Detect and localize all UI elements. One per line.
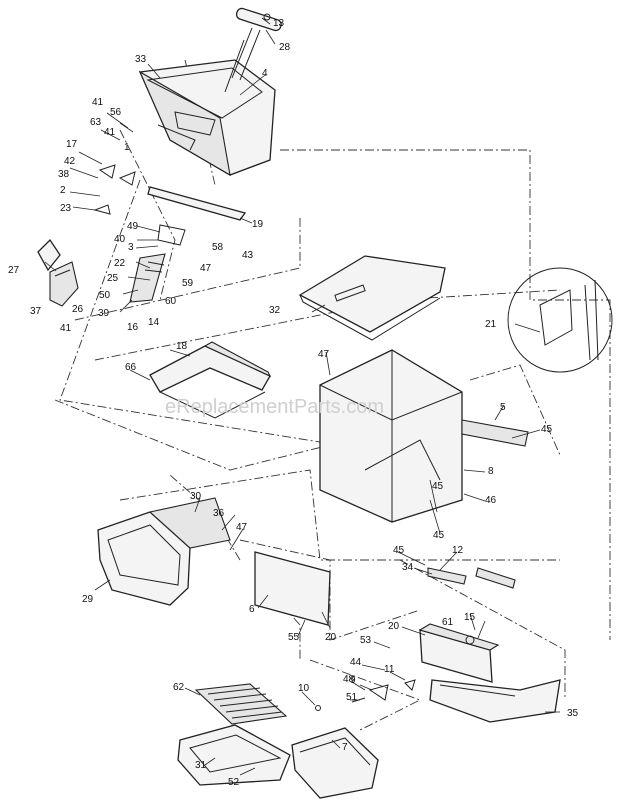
callout-39: 39	[98, 308, 110, 319]
callout-10: 10	[298, 683, 310, 694]
callout-47: 47	[200, 263, 212, 274]
callout-13: 13	[273, 18, 285, 29]
callout-45: 45	[432, 481, 444, 492]
callout-17: 17	[66, 139, 78, 150]
callout-16: 16	[127, 322, 139, 333]
callout-9: 9	[350, 675, 356, 686]
callout-61: 61	[442, 617, 454, 628]
callout-6: 6	[249, 604, 255, 615]
watermark: eReplacementParts.com	[165, 396, 384, 418]
bin-enclosure	[319, 349, 463, 523]
door-panel	[254, 551, 331, 626]
drip-grille	[194, 683, 288, 725]
callout-8: 8	[488, 466, 494, 477]
callout-36: 36	[213, 508, 225, 519]
callout-15: 15	[464, 612, 476, 623]
callout-34: 34	[402, 562, 414, 573]
callout-20: 20	[325, 632, 337, 643]
callout-47: 47	[236, 522, 248, 533]
callout-37: 37	[30, 306, 42, 317]
callout-45: 45	[433, 530, 445, 541]
callout-18: 18	[176, 341, 188, 352]
callout-35: 35	[567, 708, 579, 719]
small-hardware	[315, 679, 416, 711]
callout-40: 40	[114, 234, 126, 245]
callout-42: 42	[64, 156, 76, 167]
callout-25: 25	[107, 273, 119, 284]
callout-2: 2	[60, 185, 66, 196]
callout-41: 41	[104, 127, 116, 138]
callout-labels: 13 28 33 4 41 56 63 41 17 1 42 38 2 23 1…	[8, 18, 579, 788]
callout-45: 45	[541, 424, 553, 435]
side-rail	[461, 419, 529, 447]
callout-60: 60	[165, 296, 177, 307]
callout-45: 45	[393, 545, 405, 556]
callout-56: 56	[110, 107, 122, 118]
ice-chute	[37, 238, 79, 307]
auger-handle	[224, 7, 282, 93]
callout-28: 28	[279, 42, 291, 53]
callout-41: 41	[92, 97, 104, 108]
callout-12: 12	[452, 545, 464, 556]
leader-lines	[44, 17, 560, 776]
callout-22: 22	[114, 258, 126, 269]
callout-23: 23	[60, 203, 72, 214]
callout-11: 11	[384, 664, 395, 675]
callout-31: 31	[195, 760, 207, 771]
auger-shaft-parts	[93, 164, 247, 303]
base-tray	[429, 679, 561, 723]
callout-1: 1	[124, 142, 130, 153]
callout-53: 53	[360, 635, 372, 646]
callout-20: 20	[388, 621, 400, 632]
callout-30: 30	[190, 491, 202, 502]
callout-59: 59	[182, 278, 194, 289]
callout-66: 66	[125, 362, 137, 373]
callout-46: 46	[485, 495, 497, 506]
rear-shroud	[149, 341, 272, 419]
callout-41: 41	[60, 323, 72, 334]
callout-55: 55	[288, 632, 300, 643]
drip-tray	[177, 724, 291, 786]
callout-4: 4	[262, 68, 268, 79]
callout-52: 52	[228, 777, 240, 788]
callout-5: 5	[500, 402, 506, 413]
callout-19: 19	[252, 219, 264, 230]
callout-21: 21	[485, 319, 497, 330]
callout-47: 47	[318, 349, 330, 360]
callout-26: 26	[72, 304, 84, 315]
bin-lid	[298, 255, 446, 341]
dispenser-front	[97, 497, 231, 606]
callout-32: 32	[269, 305, 281, 316]
callout-33: 33	[135, 54, 147, 65]
callout-58: 58	[212, 242, 224, 253]
callout-27: 27	[8, 265, 20, 276]
callout-3: 3	[128, 242, 134, 253]
callout-29: 29	[82, 594, 94, 605]
callout-38: 38	[58, 169, 70, 180]
callout-62: 62	[173, 682, 185, 693]
callout-7: 7	[342, 742, 348, 753]
callout-63: 63	[90, 117, 102, 128]
ice-bucket	[138, 59, 276, 177]
callout-43: 43	[242, 250, 254, 261]
callout-51: 51	[346, 692, 358, 703]
callout-48: 48	[343, 674, 355, 685]
callout-14: 14	[148, 317, 160, 328]
detail-inset	[507, 267, 613, 373]
lower-tray	[291, 727, 379, 799]
bracket	[427, 567, 516, 589]
callout-49: 49	[127, 221, 139, 232]
callout-44: 44	[350, 657, 362, 668]
motor-mount	[418, 623, 500, 683]
callout-50: 50	[99, 290, 111, 301]
